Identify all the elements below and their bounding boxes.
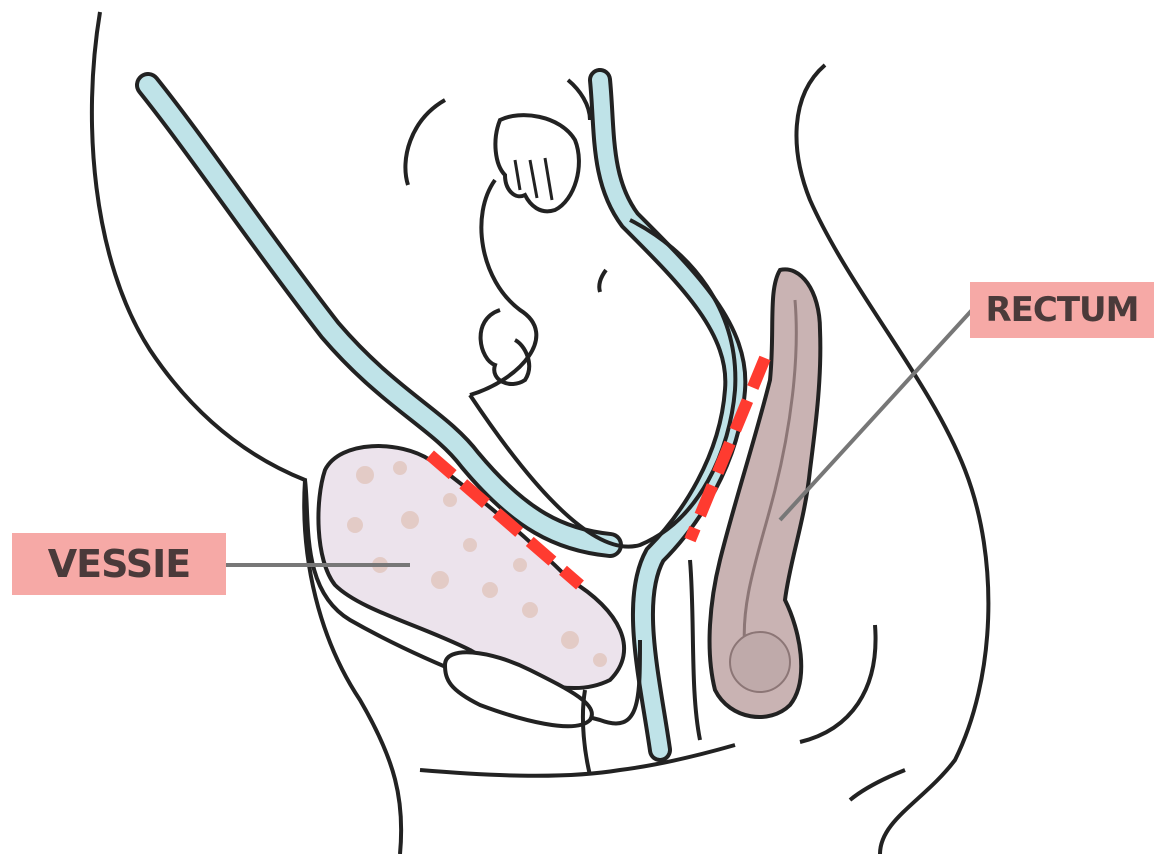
- bladder-label: VESSIE: [12, 533, 226, 595]
- fetal-arm-inner: [568, 80, 590, 120]
- rectum-ampulla: [730, 632, 790, 692]
- perineum: [420, 745, 735, 776]
- vaginal-wall: [690, 560, 700, 740]
- buttock-contour: [800, 625, 876, 742]
- rectum-label: RECTUM: [970, 282, 1154, 338]
- body-front-contour: [92, 12, 401, 854]
- fetal-arm: [405, 100, 445, 185]
- fetal-mark: [599, 270, 606, 292]
- body-back-contour: [796, 65, 988, 854]
- fetal-ear: [481, 310, 530, 384]
- thigh-contour: [850, 770, 905, 800]
